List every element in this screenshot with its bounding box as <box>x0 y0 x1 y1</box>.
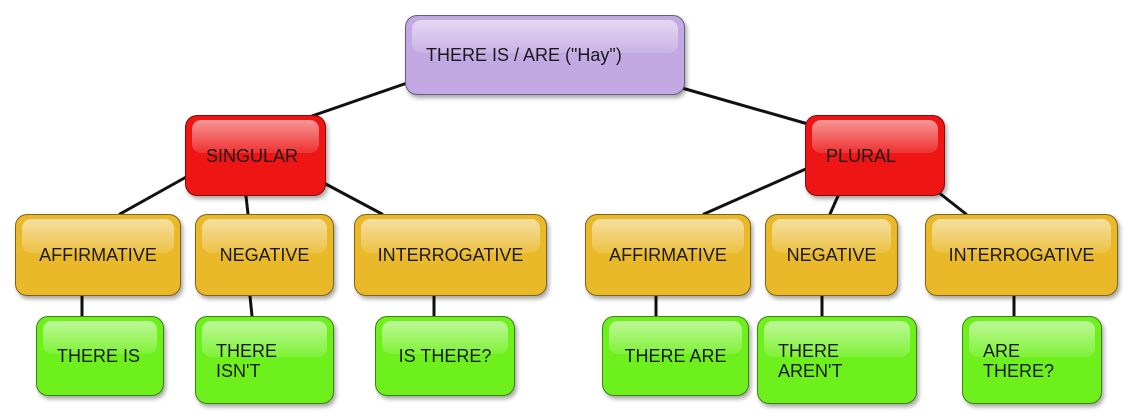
plural-affirmative-node: AFFIRMATIVE <box>585 214 751 296</box>
plural-interrogative-label: INTERROGATIVE <box>948 245 1095 265</box>
plural-node: PLURAL <box>805 115 945 196</box>
connector-plural-interrogative <box>936 190 968 216</box>
root-node: THERE IS / ARE ("Hay") <box>405 15 685 95</box>
connector-plural-negative <box>828 194 840 216</box>
singular-affirmative-example: THERE IS <box>57 346 141 366</box>
root-label: THERE IS / ARE ("Hay") <box>426 45 622 65</box>
plural-affirmative-label: AFFIRMATIVE <box>609 245 727 265</box>
connector-root-singular <box>310 80 412 118</box>
connector-singular-interrogative <box>320 180 384 216</box>
plural-negative-example: THERE AREN'T <box>778 341 843 381</box>
singular-negative-example-node: THERE ISN'T <box>195 316 334 404</box>
singular-negative-example: THERE ISN'T <box>216 341 278 381</box>
singular-label: SINGULAR <box>206 145 299 166</box>
plural-interrogative-node: INTERROGATIVE <box>925 214 1118 296</box>
plural-interrogative-example-node: ARE THERE? <box>962 316 1102 404</box>
plural-negative-example-node: THERE AREN'T <box>757 316 917 404</box>
plural-affirmative-example-node: THERE ARE <box>602 316 749 396</box>
plural-interrogative-example: ARE THERE? <box>983 341 1055 381</box>
singular-interrogative-label: INTERROGATIVE <box>377 245 524 265</box>
connector-root-plural <box>680 86 810 126</box>
singular-negative-node: NEGATIVE <box>195 214 334 296</box>
connector-singular-affirmative <box>118 174 190 216</box>
singular-node: SINGULAR <box>185 115 326 196</box>
plural-negative-label: NEGATIVE <box>786 245 877 265</box>
connector-s-neg-example <box>248 294 254 318</box>
connector-singular-negative <box>244 194 250 216</box>
singular-interrogative-node: INTERROGATIVE <box>354 214 547 296</box>
singular-negative-label: NEGATIVE <box>219 245 310 265</box>
plural-negative-node: NEGATIVE <box>765 214 898 296</box>
singular-interrogative-example-node: IS THERE? <box>375 316 515 396</box>
singular-affirmative-example-node: THERE IS <box>36 316 164 396</box>
singular-affirmative-node: AFFIRMATIVE <box>15 214 181 296</box>
connector-plural-affirmative <box>702 166 810 216</box>
singular-affirmative-label: AFFIRMATIVE <box>39 245 157 265</box>
plural-label: PLURAL <box>826 145 897 166</box>
singular-interrogative-example: IS THERE? <box>398 346 492 366</box>
plural-affirmative-example: THERE ARE <box>624 346 727 366</box>
